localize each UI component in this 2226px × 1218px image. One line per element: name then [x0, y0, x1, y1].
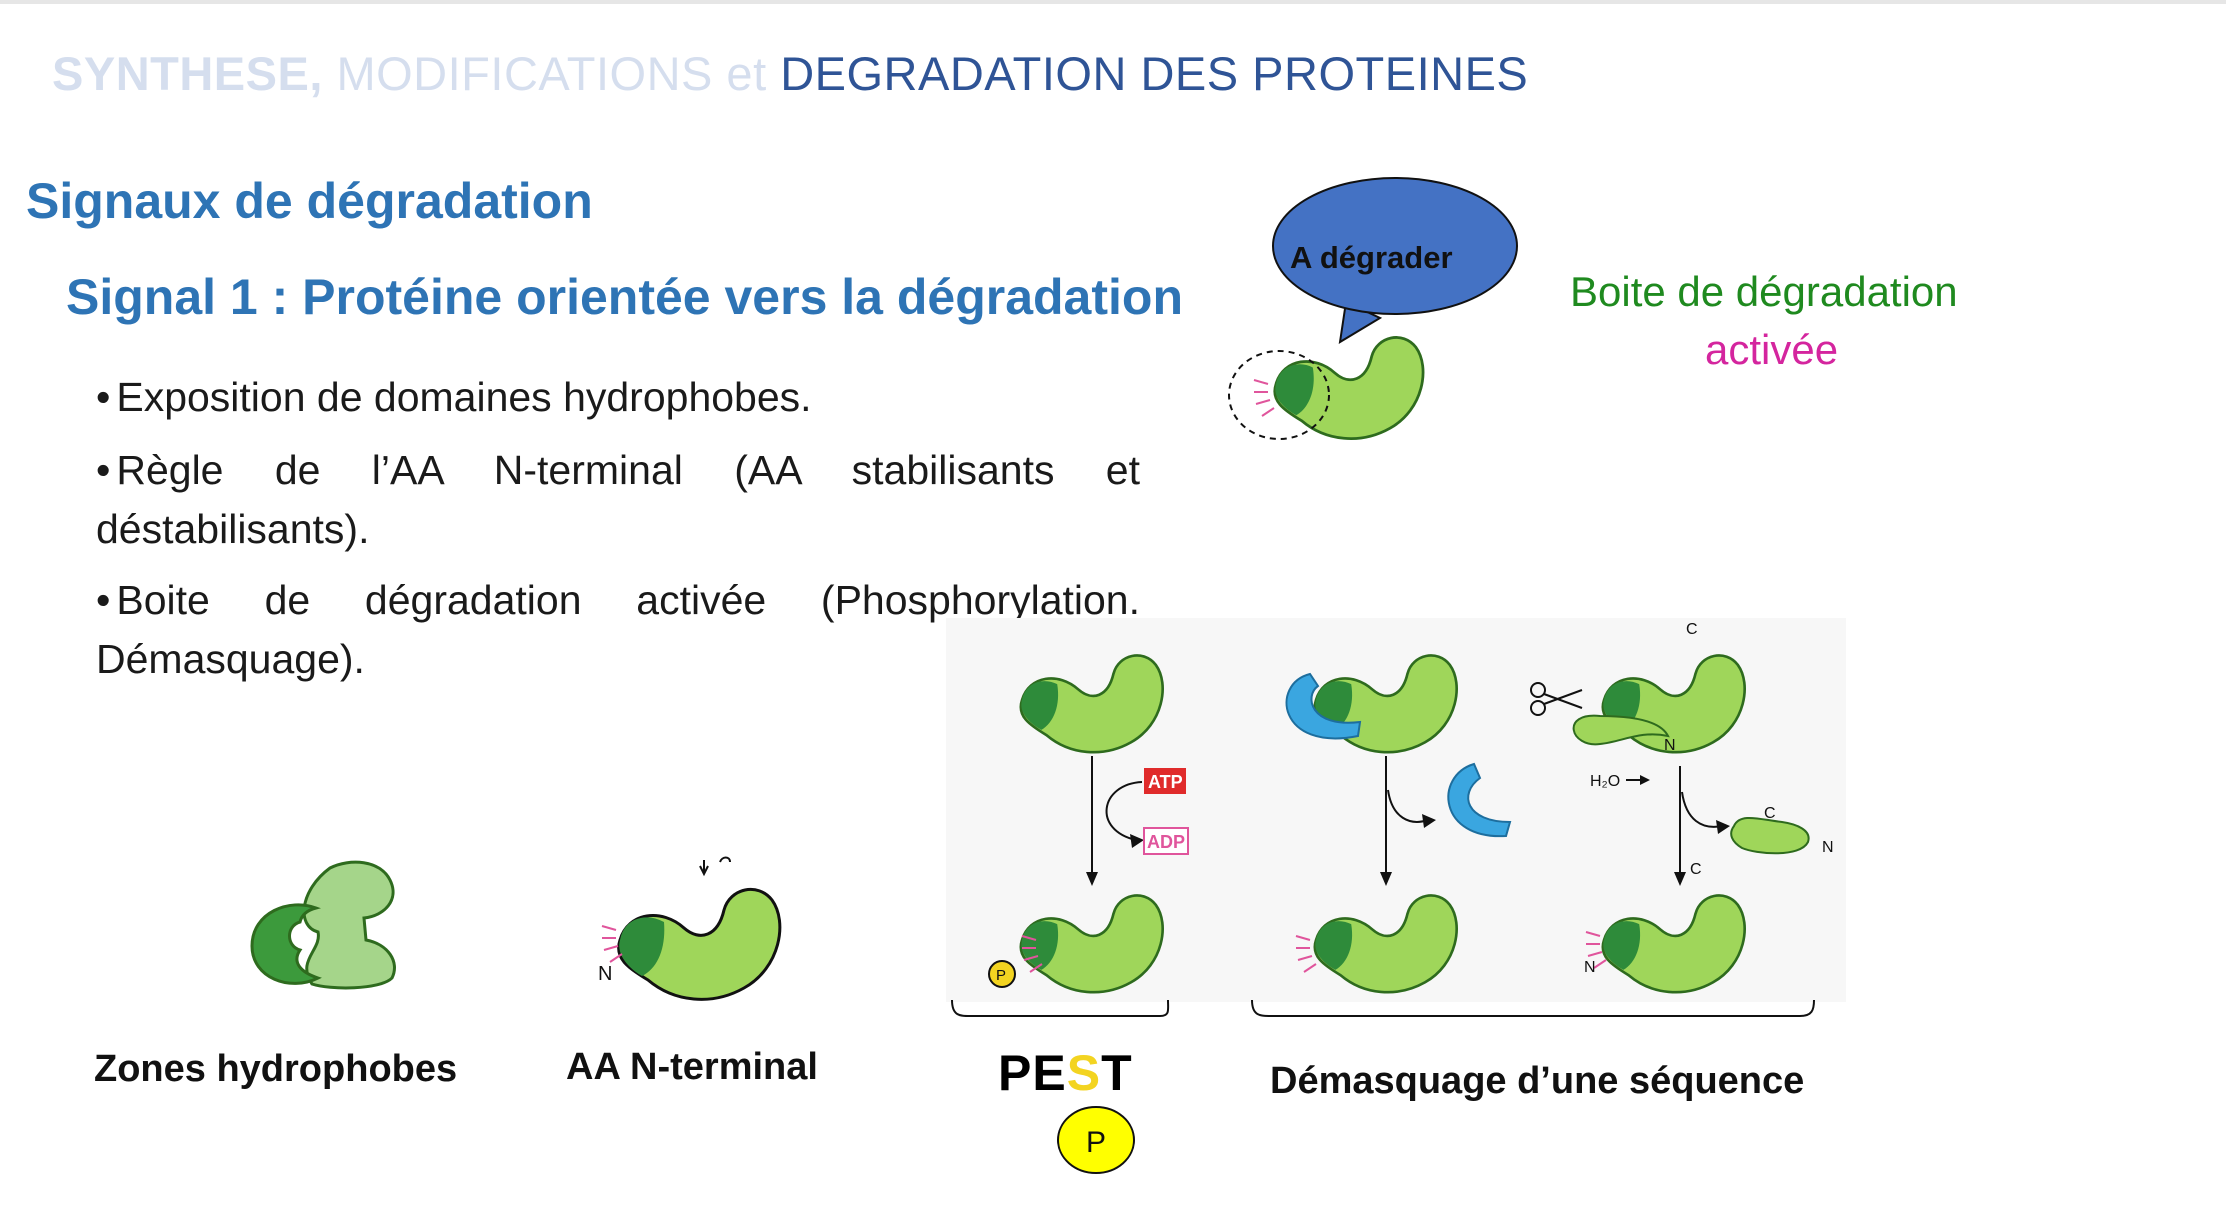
side-label-line2: activée: [1705, 326, 1839, 373]
header-part-degradation: DEGRADATION DES PROTEINES: [780, 47, 1529, 100]
scissors-icon: [1530, 682, 1583, 716]
bullet-text: Boite de dégradation activée (Phosphoryl…: [96, 577, 1140, 682]
bullet-item-2: •Règle de l’AA N-terminal (AA stabilisan…: [96, 441, 1140, 559]
atp-label: ATP: [1148, 772, 1183, 792]
header-part-modifications: MODIFICATIONS: [322, 47, 713, 100]
cleaved-fragment: [1730, 817, 1810, 855]
section-subheading: Signal 1 : Protéine orientée vers la dég…: [66, 269, 1183, 325]
bullet-item-3: •Boite de dégradation activée (Phosphory…: [96, 571, 1140, 689]
section-heading: Signaux de dégradation: [26, 173, 593, 229]
label-c-bottom: C: [1690, 861, 1702, 878]
adp-label: ADP: [1147, 832, 1185, 852]
water-label: H₂O: [1590, 773, 1620, 790]
bullet-item-1: •Exposition de domaines hydrophobes.: [96, 368, 1140, 427]
unmask-protein-bottom-1: [1313, 894, 1458, 994]
label-n-frag: N: [1822, 839, 1834, 856]
caption-nterm: AA N-terminal: [566, 1046, 818, 1088]
label-n-bottom: N: [1584, 959, 1596, 976]
pest-protein-top: [1019, 654, 1164, 754]
pest-p-circle: [1057, 1106, 1135, 1174]
blue-cap-released: [1447, 762, 1512, 838]
caption-pest: PEST: [998, 1044, 1133, 1102]
bullet-text: Exposition de domaines hydrophobes.: [116, 374, 812, 420]
label-c-frag: C: [1764, 805, 1776, 822]
pest-letters-pe: PE: [998, 1045, 1067, 1101]
bullet-text: Règle de l’AA N-terminal (AA stabilisant…: [96, 447, 1140, 552]
slide-header: SYNTHESE, MODIFICATIONS et DEGRADATION D…: [52, 46, 1528, 101]
pest-p-label: P: [1086, 1126, 1106, 1159]
header-part-et: et: [712, 47, 781, 100]
bullet-dot: •: [96, 577, 111, 623]
label-n-top: N: [1664, 737, 1676, 754]
speech-bubble: A dégrader: [1272, 177, 1518, 344]
propeptide: [1572, 714, 1670, 746]
atp-box: [1144, 768, 1186, 794]
bullet-dot: •: [96, 447, 111, 493]
bubble-text: A dégrader: [1290, 240, 1453, 275]
blue-cap-bound: [1285, 672, 1362, 740]
pest-letter-t: T: [1101, 1045, 1133, 1101]
protein-top: [1273, 336, 1425, 440]
phosphate-label: P: [996, 967, 1006, 984]
top-border: [0, 0, 2226, 4]
bullet-dot: •: [96, 374, 111, 420]
phosphate-circle: [988, 960, 1016, 988]
hydrophobic-illustration: [250, 860, 396, 990]
nterm-illustration: [617, 887, 782, 1001]
brace-unmask: [1251, 999, 1815, 1017]
header-part-synthese: SYNTHESE,: [52, 47, 323, 100]
side-label-line1: Boite de dégradation: [1570, 268, 1958, 315]
label-n: N: [598, 963, 612, 985]
unmask-protein-bottom-2: [1601, 894, 1746, 994]
caption-hydrophobic: Zones hydrophobes: [94, 1048, 458, 1090]
pest-letter-s: S: [1066, 1045, 1102, 1101]
caption-unmask: Démasquage d’une séquence: [1270, 1060, 1805, 1102]
adp-box: [1143, 827, 1189, 855]
label-c-top: C: [1686, 621, 1698, 638]
dashed-circle: [1228, 350, 1330, 440]
brace-pest: [951, 999, 1170, 1017]
